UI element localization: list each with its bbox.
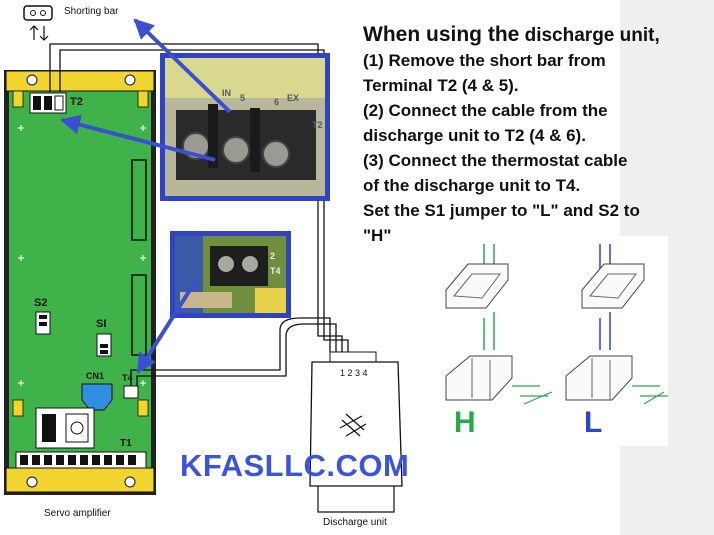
jumper-line1: Set the S1 jumper to "L" and S2 to — [363, 201, 640, 220]
instructions-title-part2: discharge unit, — [524, 25, 660, 46]
s2-label: S2 — [34, 297, 48, 309]
step3-line2: of the discharge unit to T4. — [363, 176, 581, 195]
t2-label: T2 — [70, 96, 83, 108]
cn1-label: CN1 — [86, 371, 105, 381]
jumper-h-label: H — [454, 406, 476, 439]
photo-label-6: 6 — [274, 97, 280, 107]
jumper-diagram — [434, 236, 668, 446]
instructions-title-part1: When using the — [363, 23, 520, 46]
servo-amplifier-board — [4, 70, 156, 495]
discharge-unit-caption: Discharge unit — [323, 517, 387, 528]
shorting-bar-icon — [23, 5, 53, 41]
step2-line1: (2) Connect the cable from the — [363, 101, 608, 120]
photo2-label-2: 2 — [270, 251, 276, 261]
connector-pin-numbers: 1 2 3 4 — [340, 368, 368, 378]
discharge-unit-drawing — [309, 351, 403, 513]
step1-line2: Terminal T2 (4 & 5). — [363, 76, 519, 95]
t4-label: T4 — [122, 373, 133, 383]
discharge-cables — [49, 43, 349, 386]
servo-amplifier-caption: Servo amplifier — [44, 508, 111, 519]
brand-watermark: KFASLLC.COM — [180, 448, 410, 483]
t1-label: T1 — [120, 438, 132, 449]
instructions-block: When using the discharge unit, (1) Remov… — [363, 22, 711, 248]
photo-label-5: 5 — [240, 93, 246, 103]
s1-label: SI — [96, 318, 107, 330]
step2-line2: discharge unit to T2 (4 & 6). — [363, 126, 586, 145]
photo-label-t2: T2 — [312, 120, 323, 130]
photo-label-ex: EX — [287, 93, 300, 103]
step1-line1: (1) Remove the short bar from — [363, 51, 606, 70]
step3-line1: (3) Connect the thermostat cable — [363, 151, 628, 170]
photo-label-in: IN — [222, 88, 231, 98]
shorting-bar-caption: Shorting bar — [64, 6, 119, 17]
terminal-photo-t2 — [160, 53, 330, 201]
pointer-arrows — [60, 18, 232, 374]
photo2-label-t4: T4 — [270, 266, 281, 276]
terminal-photo-t4 — [170, 231, 291, 318]
jumper-l-label: L — [584, 406, 603, 439]
jumper-line2: "H" — [363, 226, 392, 245]
